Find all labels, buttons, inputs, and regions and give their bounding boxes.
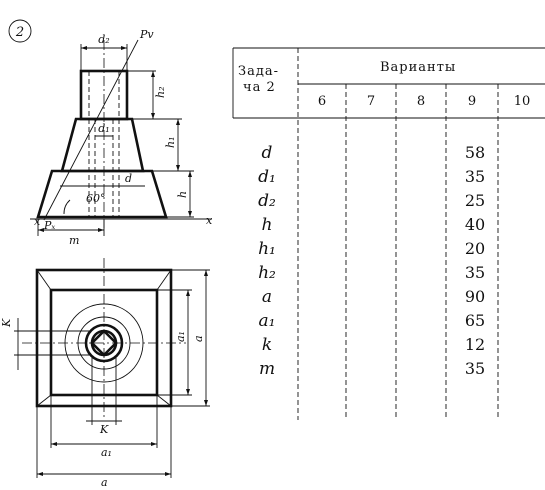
col-variant-9: 9 [467, 94, 477, 109]
value-row: 65 [464, 311, 486, 330]
param-row: m [258, 359, 276, 379]
col-variant-8: 8 [416, 94, 426, 109]
col-variant-10: 10 [513, 94, 531, 109]
header-variants: Варианты [380, 60, 457, 75]
param-row: d₂ [258, 191, 276, 211]
label-angle: 60° [86, 192, 106, 205]
label-a-right: a [192, 335, 205, 342]
label-h2: h₂ [154, 87, 167, 99]
label-h: h [176, 191, 189, 198]
label-d: d [125, 172, 132, 185]
value-row: 35 [464, 263, 486, 282]
label-k-vertical: K [0, 318, 13, 328]
label-a-bottom: a [101, 476, 108, 489]
value-row: 20 [464, 239, 486, 258]
variants-table-lines [232, 47, 545, 420]
value-row: 25 [464, 191, 486, 210]
header-task-line2: ча 2 [243, 80, 276, 95]
label-d1: d₁ [98, 122, 109, 135]
front-view: d₂ Pv h₂ d₁ h₁ d h 60° x Pₓ m x [30, 28, 213, 247]
header-task-line1: Зада- [238, 64, 279, 79]
param-row: a₁ [258, 311, 276, 331]
value-row: 35 [464, 167, 486, 186]
param-row: k [261, 335, 273, 355]
label-m: m [69, 234, 79, 247]
param-row: d [261, 143, 273, 163]
value-row: 35 [464, 359, 486, 378]
value-row: 58 [464, 143, 486, 162]
label-a1-bottom: a₁ [101, 446, 112, 459]
label-a1-right: a₁ [174, 331, 187, 342]
value-row: 90 [464, 287, 486, 306]
top-view: K K a₁ a a₁ a [0, 258, 210, 489]
param-row: a [261, 287, 273, 307]
label-d2: d₂ [98, 33, 109, 46]
param-row: h [261, 215, 273, 235]
col-variant-6: 6 [317, 94, 327, 109]
label-x-left: x [34, 215, 41, 228]
problem-number-badge: 2 [8, 19, 32, 43]
cutting-plane-pv [43, 39, 139, 221]
label-pv: Pv [139, 28, 154, 41]
problem-number: 2 [15, 25, 24, 40]
label-px: Pₓ [43, 219, 55, 232]
param-row: h₁ [258, 239, 276, 259]
label-x-right: x [206, 214, 213, 227]
value-row: 12 [464, 335, 486, 354]
param-row: d₁ [258, 167, 276, 187]
label-k-horizontal: K [99, 423, 109, 436]
col-variant-7: 7 [366, 94, 376, 109]
param-row: h₂ [258, 263, 276, 283]
value-row: 40 [464, 215, 486, 234]
label-h1: h₁ [164, 137, 177, 149]
